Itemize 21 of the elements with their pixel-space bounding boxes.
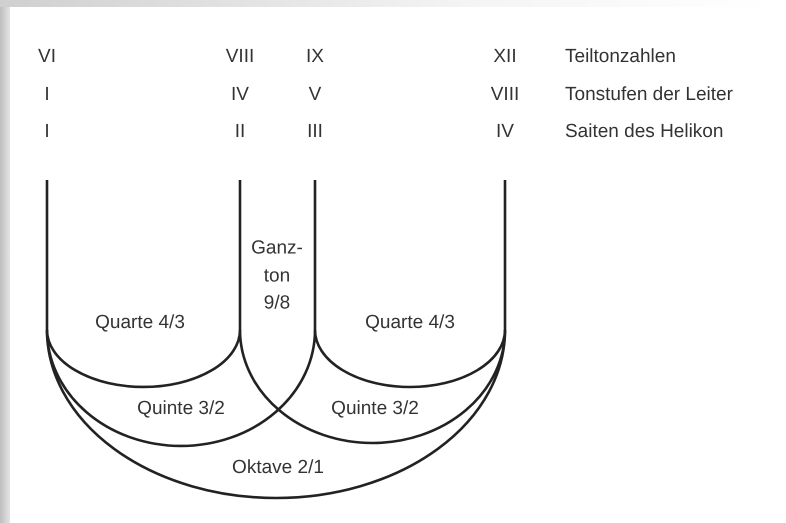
roman-numeral: V [308, 83, 322, 108]
interval-label: Ganz- ton 9/8 [250, 236, 304, 316]
interval-label: Oktave 2/1 [232, 456, 324, 480]
roman-numeral: XII [493, 45, 517, 70]
interval-label: Quarte 4/3 [365, 311, 455, 336]
roman-numeral: VI [38, 45, 56, 70]
roman-numeral: III [307, 120, 323, 144]
roman-numeral: VIII [490, 83, 520, 108]
roman-numeral: IV [231, 83, 249, 108]
row-heading: Tonstufen der Leiter [565, 83, 733, 108]
roman-numeral: IX [306, 45, 324, 70]
interval-label: Quinte 3/2 [137, 397, 225, 422]
interval-label: Quarte 4/3 [95, 311, 185, 336]
roman-numeral: VIII [226, 45, 254, 70]
roman-numeral: II [234, 120, 246, 144]
row-heading: Saiten des Helikon [565, 120, 724, 144]
roman-numeral: IV [496, 120, 514, 144]
roman-numeral: I [44, 120, 50, 144]
roman-numeral: I [44, 83, 50, 108]
row-heading: Teiltonzahlen [565, 45, 676, 70]
interval-label: Quinte 3/2 [331, 397, 419, 422]
